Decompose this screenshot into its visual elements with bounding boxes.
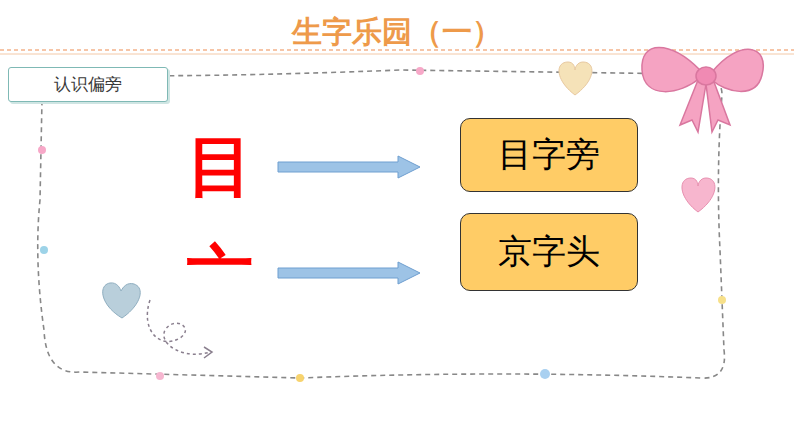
radical-name-box: 目字旁 (460, 118, 638, 192)
frame-dot (40, 246, 48, 254)
block-arrow (278, 156, 420, 178)
frame-dot (718, 296, 726, 304)
block-arrow (278, 262, 420, 284)
frame-dot (38, 146, 46, 154)
frame-dot (296, 374, 304, 382)
radical-glyph: 亠 (187, 228, 253, 318)
radical-character: 亠 (170, 222, 270, 324)
ribbon-bow (642, 48, 763, 133)
frame-dot (540, 369, 550, 379)
heart (103, 283, 141, 318)
page-title: 生字乐园（一） (0, 12, 794, 53)
heart (559, 62, 592, 95)
radical-name-box: 京字头 (460, 213, 638, 291)
radical-glyph: 目 (187, 122, 253, 212)
heart (682, 178, 715, 212)
node-label: 京字头 (498, 229, 600, 275)
radical-character: 目 (170, 116, 270, 218)
section-tag: 认识偏旁 (8, 67, 168, 102)
frame-dot (416, 67, 424, 75)
node-label: 认识偏旁 (54, 73, 122, 96)
frame-dot (156, 372, 164, 380)
doodle-arrow (204, 347, 212, 358)
dashed-frame (38, 70, 725, 378)
node-label: 目字旁 (498, 132, 600, 178)
